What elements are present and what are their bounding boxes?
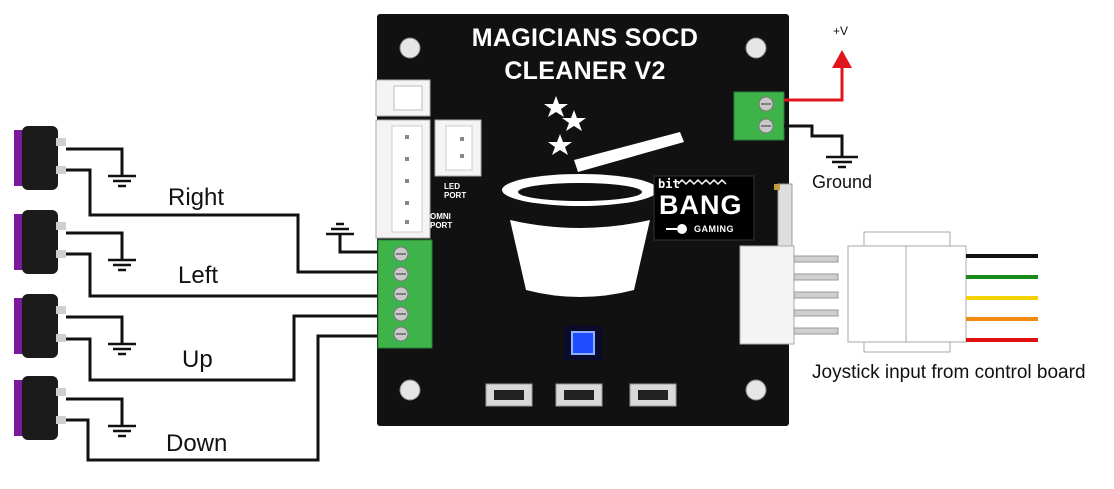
bitbang-logo	[653, 175, 755, 241]
status-led	[564, 326, 602, 360]
magic-hat-icon	[502, 96, 684, 297]
jst-connector-top	[375, 79, 431, 117]
side-header	[777, 183, 793, 247]
button-label-left: Left	[178, 262, 219, 289]
mounting-holes	[399, 37, 767, 401]
led-port-connector	[434, 119, 482, 177]
logo-bit-text: bit	[658, 177, 680, 191]
vplus-arrow-icon	[832, 50, 852, 68]
board-title-line1: MAGICIANS SOCD	[471, 24, 699, 52]
pcb-board	[377, 14, 789, 426]
logo-gaming-text: GAMING	[694, 224, 734, 234]
arcade-button-down	[14, 376, 66, 440]
button-wires	[66, 147, 386, 462]
logo-bang-text: BANG	[659, 190, 743, 220]
omni-port-label: OMNI PORT	[430, 212, 452, 230]
tactile-buttons	[485, 383, 677, 407]
joystick-wires	[966, 254, 1038, 342]
button-screw-terminal	[377, 239, 433, 349]
ground-symbol-power	[826, 155, 858, 169]
joystick-plug	[847, 231, 967, 353]
arcade-button-up	[14, 294, 66, 358]
joystick-caption: Joystick input from control board	[812, 362, 1086, 383]
led-port-label-line1: LED	[444, 182, 460, 191]
button-label-down: Down	[166, 430, 228, 457]
omni-port-label-line1: OMNI	[430, 212, 451, 221]
omni-port-connector	[375, 119, 431, 239]
led-port-label-line2: PORT	[444, 191, 467, 200]
button-label-right: Right	[168, 184, 225, 211]
power-wires	[784, 64, 844, 156]
arcade-button-left	[14, 210, 66, 274]
led-port-label: LED PORT	[444, 182, 466, 200]
vplus-label: +V	[833, 24, 849, 38]
board-title-line2: CLEANER V2	[504, 57, 666, 85]
ground-label: Ground	[812, 172, 873, 192]
power-screw-terminal	[733, 91, 785, 141]
ground-symbols	[108, 174, 354, 438]
button-label-up: Up	[182, 346, 213, 373]
joystick-header	[739, 245, 839, 345]
omni-port-label-line2: PORT	[430, 221, 453, 230]
board-title: MAGICIANS SOCD CLEANER V2	[430, 22, 740, 88]
pin-icon	[774, 184, 780, 190]
arcade-button-right	[14, 126, 66, 190]
